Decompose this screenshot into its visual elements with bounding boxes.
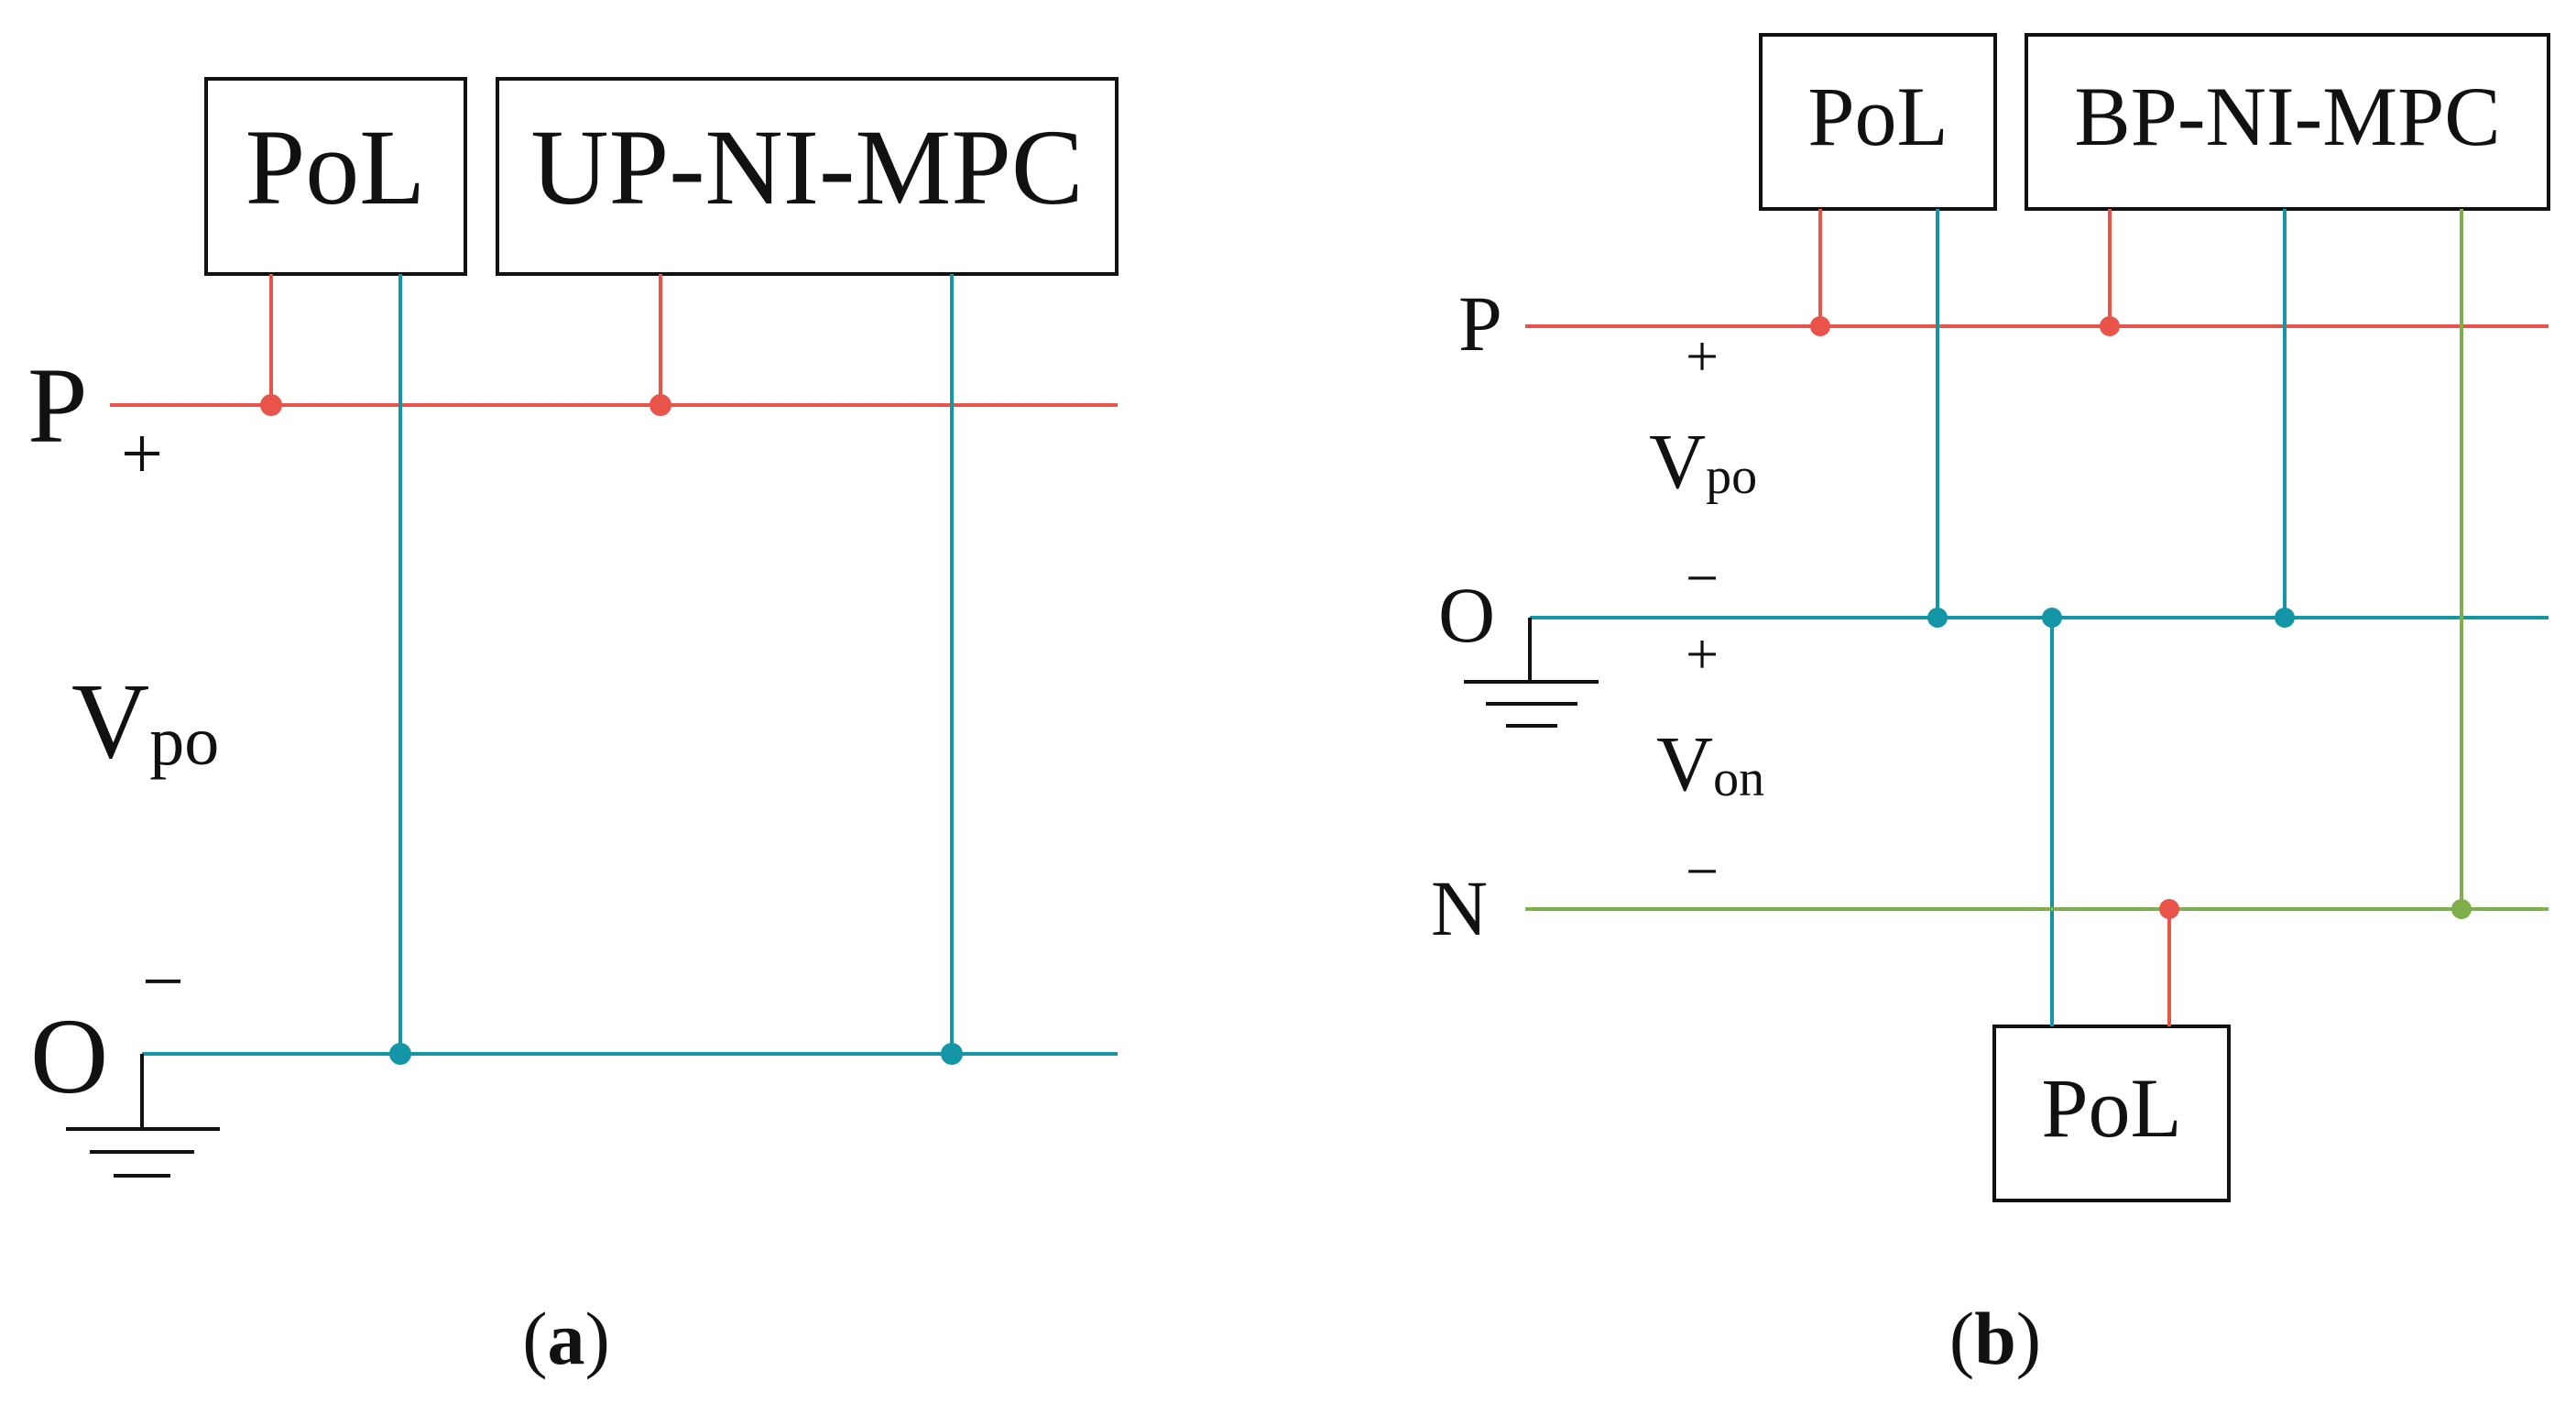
a-voltage-label: Vpo bbox=[71, 661, 219, 781]
b-n-junction-1 bbox=[2159, 899, 2179, 919]
b-p-node-label: P bbox=[1458, 280, 1502, 367]
a-p-junction-2 bbox=[649, 394, 671, 416]
a-pol-label: PoL bbox=[246, 107, 426, 227]
b-p-junction-1 bbox=[1810, 316, 1830, 336]
panel-a: PoL UP-NI-MPC P + Vpo − O (a) bbox=[27, 77, 1119, 1380]
a-p-node-label: P bbox=[27, 345, 88, 466]
a-pol-box bbox=[204, 77, 467, 276]
b-von-label: Von bbox=[1656, 719, 1764, 807]
b-pol-top-box bbox=[1759, 33, 1997, 211]
b-minus-sign-bottom: − bbox=[1686, 839, 1719, 904]
b-vpo-label: Vpo bbox=[1649, 417, 1757, 505]
b-pol-top-label: PoL bbox=[1807, 70, 1948, 163]
a-minus-sign: − bbox=[142, 939, 184, 1023]
b-plus-sign-top: + bbox=[1686, 323, 1719, 389]
b-minus-sign-top: − bbox=[1686, 545, 1719, 610]
b-plus-sign-bottom: + bbox=[1686, 621, 1719, 686]
a-ground-icon bbox=[66, 1054, 220, 1178]
b-n-node-label: N bbox=[1431, 864, 1488, 952]
panel-b: PoL BP-NI-MPC PoL P bbox=[1431, 33, 2550, 1380]
b-o-node-label: O bbox=[1438, 571, 1495, 659]
b-mpc-label: BP-NI-MPC bbox=[2074, 70, 2500, 163]
a-plus-sign: + bbox=[121, 411, 163, 495]
b-o-junction-3 bbox=[2275, 608, 2295, 628]
a-o-junction-1 bbox=[389, 1043, 411, 1065]
b-mpc-box bbox=[2025, 33, 2550, 211]
b-pol-bottom-box bbox=[1992, 1025, 2231, 1202]
b-n-junction-2 bbox=[2451, 899, 2472, 919]
a-o-junction-2 bbox=[941, 1043, 963, 1065]
a-o-node-label: O bbox=[30, 996, 108, 1116]
b-o-junction-1 bbox=[1927, 608, 1948, 628]
b-ground-icon bbox=[1464, 618, 1599, 728]
a-mpc-box bbox=[496, 77, 1119, 276]
a-mpc-label: UP-NI-MPC bbox=[530, 107, 1083, 227]
b-o-junction-2 bbox=[2042, 608, 2062, 628]
a-caption: (a) bbox=[522, 1297, 610, 1380]
b-caption: (b) bbox=[1949, 1297, 2041, 1380]
a-p-junction-1 bbox=[260, 394, 282, 416]
b-pol-bottom-label: PoL bbox=[2041, 1061, 2181, 1155]
b-p-junction-2 bbox=[2100, 316, 2120, 336]
